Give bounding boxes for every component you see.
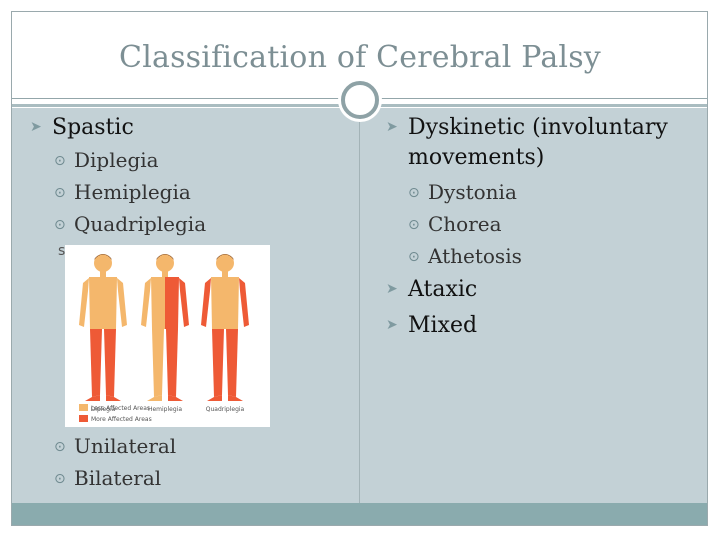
legend-label-less: Less Affected Areas — [91, 405, 150, 412]
caption-quadriplegia: Quadriplegia — [206, 406, 245, 413]
item-label: Dystonia — [428, 180, 517, 204]
circle-bullet-icon: ⊙ — [408, 185, 420, 201]
list-item: ⊙ Quadriplegia — [54, 212, 206, 236]
item-label: Athetosis — [428, 244, 522, 268]
footer-bar — [12, 503, 707, 525]
slide-frame — [11, 11, 708, 526]
column-divider — [359, 108, 360, 503]
quadriplegia-person — [201, 254, 249, 401]
circle-bullet-icon: ⊙ — [54, 153, 66, 169]
circle-bullet-icon: ⊙ — [54, 185, 66, 201]
list-item: ⊙ Dystonia — [408, 180, 517, 204]
circle-bullet-icon: ⊙ — [408, 249, 420, 265]
arrow-bullet-icon: ➤ — [386, 119, 398, 135]
legend-label-more: More Affected Areas — [91, 416, 152, 423]
list-item: ⊙ Hemiplegia — [54, 180, 191, 204]
item-label: Hemiplegia — [74, 180, 191, 204]
cerebral-palsy-figure: Diplegia Hemiplegia Quadriplegia Less Af… — [65, 245, 270, 427]
item-label: Unilateral — [74, 434, 177, 458]
body-diagram: Diplegia Hemiplegia Quadriplegia Less Af… — [79, 254, 249, 423]
heading-dyskinetic: Dyskinetic (involuntary — [408, 115, 668, 140]
bullet-spastic: ➤ Spastic — [30, 115, 134, 140]
bullet-mixed: ➤ Mixed — [386, 313, 477, 338]
diplegia-person — [79, 254, 127, 401]
list-item: ⊙ Bilateral — [54, 466, 161, 490]
item-label: Bilateral — [74, 466, 162, 490]
list-item: ⊙ Diplegia — [54, 148, 159, 172]
item-label: Mixed — [408, 313, 478, 338]
legend-swatch-more — [79, 415, 88, 422]
arrow-bullet-icon: ➤ — [386, 317, 398, 333]
arrow-bullet-icon: ➤ — [386, 281, 398, 297]
list-item: ⊙ Athetosis — [408, 244, 522, 268]
list-item: ⊙ Chorea — [408, 212, 502, 236]
caption-hemiplegia: Hemiplegia — [148, 406, 182, 413]
ring-ornament-icon — [341, 81, 379, 119]
heading-dyskinetic-cont: movements) — [408, 145, 545, 170]
bullet-ataxic: ➤ Ataxic — [386, 277, 477, 302]
circle-bullet-icon: ⊙ — [408, 217, 420, 233]
caption-diplegia: Diplegia — [91, 406, 116, 413]
item-label: Chorea — [428, 212, 502, 236]
list-item: ⊙ Unilateral — [54, 434, 176, 458]
circle-bullet-icon: ⊙ — [54, 471, 66, 487]
bullet-dyskinetic: ➤ Dyskinetic (involuntary — [386, 115, 668, 140]
heading-spastic: Spastic — [52, 115, 134, 140]
item-label: Quadriplegia — [74, 212, 207, 236]
item-label: Diplegia — [74, 148, 159, 172]
stray-mark: s — [58, 243, 66, 259]
circle-bullet-icon: ⊙ — [54, 217, 66, 233]
circle-bullet-icon: ⊙ — [54, 439, 66, 455]
hemiplegia-person — [141, 254, 189, 401]
legend-swatch-less — [79, 404, 88, 411]
arrow-bullet-icon: ➤ — [30, 119, 42, 135]
slide-title: Classification of Cerebral Palsy — [119, 40, 601, 75]
item-label: Ataxic — [408, 277, 478, 302]
